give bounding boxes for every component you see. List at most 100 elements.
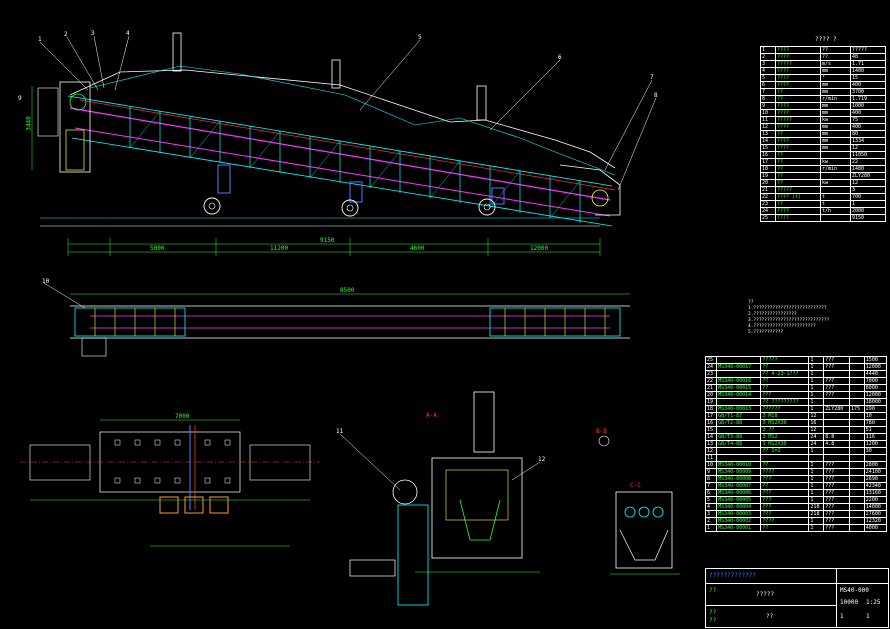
tech-table-row: 16??11050 [760,151,886,159]
parts-table-cell: 42340 [863,482,888,490]
parts-table-cell: 12 [704,447,718,455]
tech-table-cell: mm [820,123,851,131]
parts-table-cell: 14 [704,433,718,441]
callout-7: 7 [650,74,654,81]
parts-table-cell: ??? [760,496,810,504]
parts-table-cell: 14000 [863,503,888,511]
tech-table-cell: 15 [850,74,886,82]
parts-table-cell: ??? [760,489,810,497]
tech-table-cell: 1000 [850,102,886,110]
tech-table-row: 19??ZLY280 [760,172,886,180]
section-a-motor [349,559,396,577]
parts-table-cell: 21 [704,384,718,392]
parts-table-cell [849,468,865,476]
tech-table-cell: 1.71 [850,60,886,68]
parts-table-cell: 1 [808,363,825,371]
parts-table-cell: 1 [808,447,825,455]
tech-table-row: 25????9150 [760,214,886,222]
tech-table-cell: 1480 [850,165,886,173]
dim-main-total: 9150 [320,237,335,244]
tech-table-cell: ZLY280 [850,172,886,180]
parts-table-cell: 4000 [863,524,888,532]
tech-table-cell: ???? [775,109,821,117]
section-c-detail-circle [598,435,610,447]
tech-table-cell: mm [820,88,851,96]
parts-table-cell: 27600 [863,510,888,518]
parts-table-cell: 19 [704,398,718,406]
tech-table-cell: ???? [775,74,821,82]
leader-lines-main [39,35,657,191]
parts-table-cell: MS340-00003 [716,510,762,518]
tech-table-cell: t/h [820,207,851,215]
tech-table-cell: 9 [760,102,776,110]
parts-table-cell [849,419,865,427]
parts-table-cell: GB/T2-88 [716,419,762,427]
title-mass: 10000 [840,599,859,606]
tech-table-cell: 21 [760,186,776,194]
parts-table-cell: ??? [760,510,810,518]
parts-table-cell: ??? [823,384,851,392]
foundation-bolts [114,439,231,484]
tech-table-cell: 9150 [850,214,886,222]
tech-table-cell: 7 [760,88,776,96]
title-approve-label: ?? [709,617,717,624]
vent-stack-2 [331,59,341,89]
plan-head-section [74,307,186,337]
tech-table-cell: 12 [850,179,886,187]
callout-8: 8 [654,92,658,99]
dim-height: 3440 [25,116,33,131]
parts-table-cell: 1 [808,356,825,364]
parts-table-cell: 1 [808,398,825,406]
tail-pulley [591,189,609,207]
tech-table-cell: 75 [850,116,886,124]
callout-5: 5 [418,34,422,41]
drive-unit-3 [478,187,505,216]
callout-4: 4 [126,30,130,37]
plan-idlers [94,308,606,336]
dim-main-d: 12000 [530,245,549,252]
parts-table-cell [849,475,865,483]
tech-table-cell: 10 [760,109,776,117]
section-c-trough [619,529,669,561]
parts-table-cell: 12320 [863,517,888,525]
tech-table-cell: 16 [760,151,776,159]
parts-table-cell [849,356,865,364]
foundation-side-blocks [29,444,311,481]
tech-table-cell: 400 [850,81,886,89]
tech-table-cell: 23 [760,200,776,208]
parts-table-cell: 22 [704,377,718,385]
tech-table-cell: t [820,193,851,201]
parts-table-cell: 10 [704,461,718,469]
parts-table-cell: 12000 [863,391,888,399]
tech-table-cell: ???? [775,81,821,89]
parts-table-cell: ??? [823,482,851,490]
title-sheet: 1 [840,613,844,620]
notes-title: ?? [748,300,754,305]
tech-table-cell: mm [820,109,851,117]
parts-table-cell: 24 [808,433,825,441]
drive-unit-1 [203,164,231,215]
parts-table-cell [849,454,865,462]
parts-table-cell [849,426,865,434]
dim-plan-total: 8500 [340,287,355,294]
parts-table-cell: ?? 4-23-1??? [760,370,810,378]
parts-table-cell: ??? [760,475,810,483]
callout-6: 6 [558,54,562,61]
